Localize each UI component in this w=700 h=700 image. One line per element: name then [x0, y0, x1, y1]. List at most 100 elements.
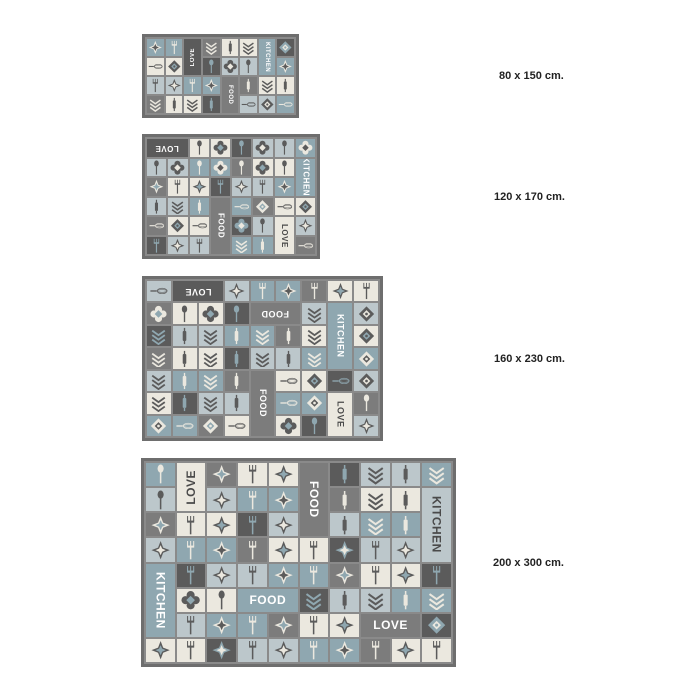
whisk-icon — [276, 393, 300, 413]
rolling-pin-icon — [276, 348, 300, 368]
diamond-icon — [296, 198, 315, 216]
pattern-tile — [147, 348, 171, 369]
pattern-tile — [198, 370, 223, 392]
pattern-tile — [176, 513, 206, 537]
chevron-icon — [147, 326, 171, 346]
star-icon — [207, 538, 236, 561]
pattern-tile — [210, 178, 230, 196]
chevron-icon — [147, 348, 171, 368]
diamond-icon — [168, 217, 187, 235]
word-tile-food: FOOD — [250, 370, 275, 436]
whisk-icon — [173, 416, 197, 436]
pattern-tile — [276, 370, 301, 392]
spoon-icon — [240, 58, 257, 75]
pattern-tile — [224, 415, 249, 436]
pattern-tile — [189, 197, 209, 215]
star-icon — [269, 463, 298, 486]
diamond-icon — [422, 614, 451, 637]
word-tile-love: LOVE — [147, 139, 188, 157]
flower-icon — [253, 159, 272, 177]
fork-icon — [190, 237, 209, 255]
rolling-pin-icon — [222, 39, 239, 56]
pattern-tile — [210, 139, 230, 157]
diamond-icon — [277, 39, 294, 56]
spoon-icon — [275, 139, 294, 157]
fork-icon — [238, 564, 267, 587]
rolling-pin-icon — [173, 326, 197, 346]
rolling-pin-icon — [225, 326, 249, 346]
fork-icon — [211, 178, 230, 196]
star-icon — [330, 639, 359, 662]
spoon-icon — [232, 159, 251, 177]
pattern-tile — [176, 588, 206, 612]
star-icon — [166, 77, 183, 94]
fork-icon — [361, 564, 390, 587]
fork-icon — [354, 281, 378, 301]
pattern-tile — [299, 538, 329, 562]
fork-icon — [238, 639, 267, 662]
pattern-tile — [354, 281, 378, 302]
pattern-tile — [176, 563, 206, 587]
star-icon — [203, 77, 220, 94]
pattern-tile — [224, 348, 249, 369]
word-food: FOOD — [226, 85, 233, 105]
pattern-tile — [207, 638, 237, 662]
fork-icon — [251, 281, 275, 301]
star-icon — [269, 488, 298, 511]
chevron-icon — [199, 326, 223, 346]
pattern-tile — [422, 638, 451, 662]
pattern-tile — [354, 303, 378, 324]
pattern-tile — [147, 303, 171, 324]
flower-icon — [168, 159, 187, 177]
pattern-tile — [172, 370, 197, 392]
whisk-icon — [232, 198, 251, 216]
spoon-icon — [147, 159, 166, 177]
pattern-tile — [354, 348, 378, 369]
chevron-icon — [199, 393, 223, 413]
pattern-tile — [189, 178, 209, 196]
pattern-tile — [253, 139, 273, 157]
pattern-tile — [147, 217, 167, 235]
pattern-tile — [207, 563, 237, 587]
pattern-tile — [268, 463, 298, 487]
star-icon — [328, 281, 352, 301]
pattern-tile — [295, 217, 315, 235]
fork-icon — [300, 564, 329, 587]
spoon-icon — [225, 303, 249, 323]
word-kitchen: KITCHEN — [153, 571, 168, 629]
pattern-tile — [202, 96, 220, 113]
diamond-icon — [147, 416, 171, 436]
pattern-tile — [302, 370, 327, 392]
chevron-icon — [240, 39, 257, 56]
fork-icon — [300, 538, 329, 561]
pattern-tile — [232, 197, 252, 216]
pattern-tile — [302, 415, 327, 436]
chevron-icon — [147, 371, 171, 391]
pattern-tile — [147, 197, 167, 216]
fork-icon — [168, 178, 187, 196]
pattern-tile — [207, 588, 237, 612]
pattern-tile — [330, 638, 359, 662]
pattern-tile — [147, 325, 171, 347]
word-tile-love: LOVE — [184, 39, 201, 75]
pattern-tile — [240, 39, 257, 56]
pattern-tile — [268, 638, 298, 662]
pattern-tile — [189, 236, 209, 255]
pattern-tile — [224, 303, 249, 324]
word-tile-kitchen: KITCHEN — [146, 563, 175, 637]
word-tile-food: FOOD — [210, 197, 230, 254]
whisk-icon — [277, 96, 294, 113]
size-label-200x300: 200 x 300 cm. — [493, 557, 564, 569]
spoon-icon — [146, 463, 175, 486]
pattern-tile — [207, 538, 237, 562]
word-tile-food: FOOD — [221, 77, 239, 113]
whisk-icon — [296, 237, 315, 255]
pattern-tile — [302, 348, 327, 369]
rolling-pin-icon — [147, 198, 166, 216]
word-love: LOVE — [189, 47, 196, 67]
star-icon — [207, 614, 236, 637]
pattern-tile — [299, 588, 329, 612]
whisk-icon — [147, 217, 166, 235]
pattern-tile — [146, 513, 175, 537]
rolling-pin-icon — [173, 348, 197, 368]
